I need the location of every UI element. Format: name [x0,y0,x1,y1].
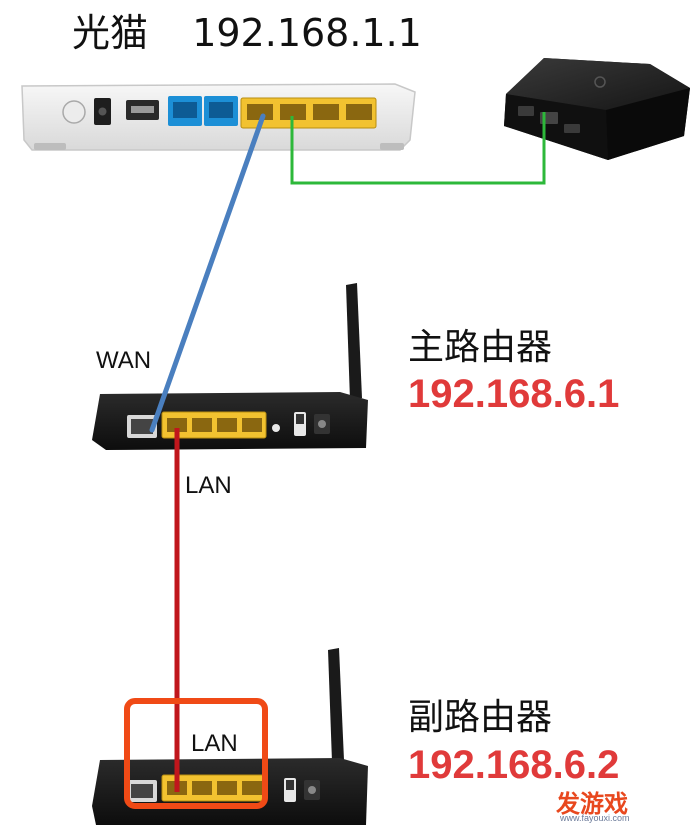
wan-cable [149,113,266,433]
lan-label-main: LAN [185,472,232,499]
wan-label: WAN [96,347,152,374]
stb-cable [290,112,546,185]
onu-modem-icon [21,83,416,151]
set-top-box-icon [504,58,690,160]
antenna-icon [346,283,362,400]
lan-label-sub: LAN [191,730,238,757]
sub-router-ip: 192.168.6.2 [408,743,620,787]
sub-router-label: 副路由器 [408,697,553,738]
onu-title: 光猫 192.168.1.1 [72,14,422,52]
main-router-label: 主路由器 [408,327,553,368]
watermark-url: www.fayouxi.com [560,813,630,823]
watermark-logo: 发游戏 [556,790,628,818]
antenna-icon [328,648,344,762]
main-router-ip: 192.168.6.1 [408,372,620,416]
onu-label: 光猫 [72,11,149,55]
onu-ip: 192.168.1.1 [192,11,422,55]
lan-port-highlight [124,698,268,809]
